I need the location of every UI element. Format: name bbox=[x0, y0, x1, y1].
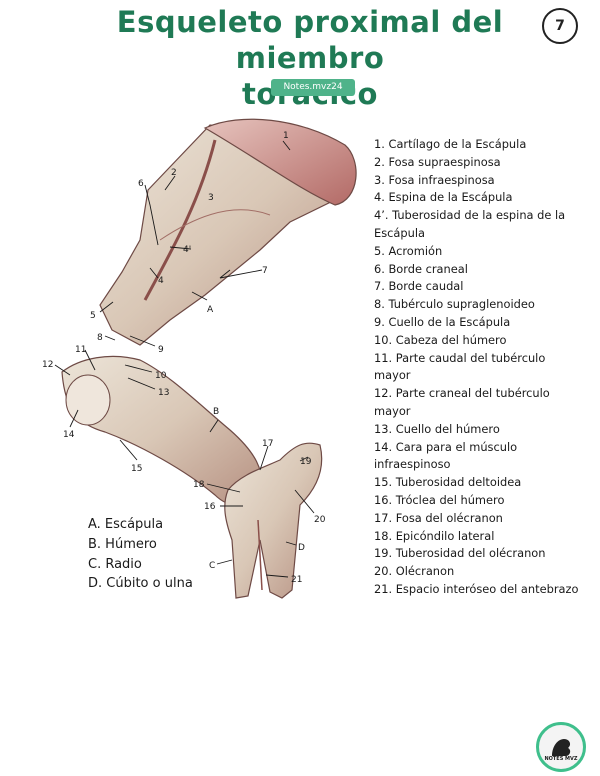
label-A: A bbox=[207, 305, 214, 315]
legend-item: 5. Acromión bbox=[374, 243, 443, 258]
legend-item: 21. Espacio interóseo del antebrazo bbox=[374, 581, 579, 596]
legend-item: mayor bbox=[374, 403, 411, 418]
legend-item: 19. Tuberosidad del olécranon bbox=[374, 546, 546, 561]
label-C: C bbox=[209, 561, 215, 571]
page-title: Esqueleto proximal del miembro torácico bbox=[60, 4, 560, 112]
forearm-shape bbox=[224, 442, 323, 599]
label-7: 7 bbox=[262, 266, 268, 276]
humeral-head-shape bbox=[65, 374, 111, 426]
legend-item: mayor bbox=[374, 368, 411, 383]
legend-item: 13. Cuello del húmero bbox=[374, 421, 500, 436]
label-2: 2 bbox=[171, 168, 177, 178]
legend-item: infraespinoso bbox=[374, 457, 451, 472]
skeleton-illustration: 1 2 3 6 4' 4 7 A 5 8 9 11 12 10 13 B 14 … bbox=[42, 118, 357, 599]
label-4-prime: 4' bbox=[183, 245, 191, 255]
label-21: 21 bbox=[291, 575, 302, 585]
legend-item: 17. Fosa del olécranon bbox=[374, 510, 503, 525]
brand-logo: NOTES MVZ bbox=[536, 722, 586, 772]
label-8: 8 bbox=[97, 333, 103, 343]
scapula-cartilage-shape bbox=[203, 118, 357, 206]
page-number-badge: 7 bbox=[542, 8, 578, 44]
logo-icon bbox=[552, 739, 571, 756]
legend-item: 7. Borde caudal bbox=[374, 279, 464, 294]
legend-item: 12. Parte craneal del tubérculo bbox=[374, 386, 550, 401]
legend-item: 11. Parte caudal del tubérculo bbox=[374, 350, 546, 365]
lettered-legend: A. Escápula B. Húmero C. Radio D. Cúbito… bbox=[88, 515, 228, 594]
legend-item: 20. Olécranon bbox=[374, 564, 455, 579]
numbered-legend: 1. Cartílago de la Escápula 2. Fosa supr… bbox=[374, 136, 596, 599]
label-B: B bbox=[213, 407, 219, 417]
legend-item: 4’. Tuberosidad de la espina de la bbox=[374, 208, 566, 223]
label-5: 5 bbox=[90, 311, 96, 321]
label-11: 11 bbox=[75, 345, 86, 355]
legend-item: 8. Tubérculo supraglenoideo bbox=[374, 297, 535, 312]
legend-item: 18. Epicóndilo lateral bbox=[374, 528, 495, 543]
label-4: 4 bbox=[158, 276, 164, 286]
label-20: 20 bbox=[314, 515, 326, 525]
legend-item: 6. Borde craneal bbox=[374, 261, 468, 276]
label-9: 9 bbox=[158, 345, 164, 355]
label-10: 10 bbox=[155, 371, 167, 381]
label-14: 14 bbox=[63, 430, 75, 440]
label-19: 19 bbox=[300, 457, 312, 467]
legend-letter-item: D. Cúbito o ulna bbox=[88, 576, 193, 592]
label-16: 16 bbox=[204, 502, 216, 512]
legend-item: 14. Cara para el músculo bbox=[374, 439, 518, 454]
logo-text: NOTES MVZ bbox=[544, 756, 578, 762]
label-6: 6 bbox=[138, 179, 144, 189]
scapular-spine-shape bbox=[143, 139, 217, 301]
label-15: 15 bbox=[131, 464, 142, 474]
legend-letter-item: A. Escápula bbox=[88, 517, 164, 532]
label-3: 3 bbox=[208, 193, 214, 203]
label-18: 18 bbox=[193, 480, 205, 490]
legend-item: 2. Fosa supraespinosa bbox=[374, 154, 501, 169]
legend-item: 10. Cabeza del húmero bbox=[374, 332, 507, 347]
label-1: 1 bbox=[283, 131, 289, 141]
legend-item: 1. Cartílago de la Escápula bbox=[374, 137, 527, 151]
legend-item: 3. Fosa infraespinosa bbox=[374, 172, 495, 187]
legend-item: 16. Tróclea del húmero bbox=[374, 492, 505, 507]
label-D: D bbox=[298, 543, 305, 553]
title-line-1: Esqueleto proximal del miembro bbox=[116, 5, 504, 75]
legend-item: 15. Tuberosidad deltoidea bbox=[374, 475, 522, 490]
legend-letter-item: B. Húmero bbox=[88, 536, 157, 552]
legend-item: 4. Espina de la Escápula bbox=[374, 190, 513, 205]
legend-item: Escápula bbox=[374, 225, 425, 240]
label-13: 13 bbox=[158, 388, 169, 398]
legend-letter-item: C. Radio bbox=[88, 556, 142, 572]
legend-item: 9. Cuello de la Escápula bbox=[374, 314, 511, 329]
label-12: 12 bbox=[42, 360, 53, 370]
author-badge: Notes.mvz24 bbox=[271, 79, 355, 96]
label-17: 17 bbox=[262, 439, 273, 449]
